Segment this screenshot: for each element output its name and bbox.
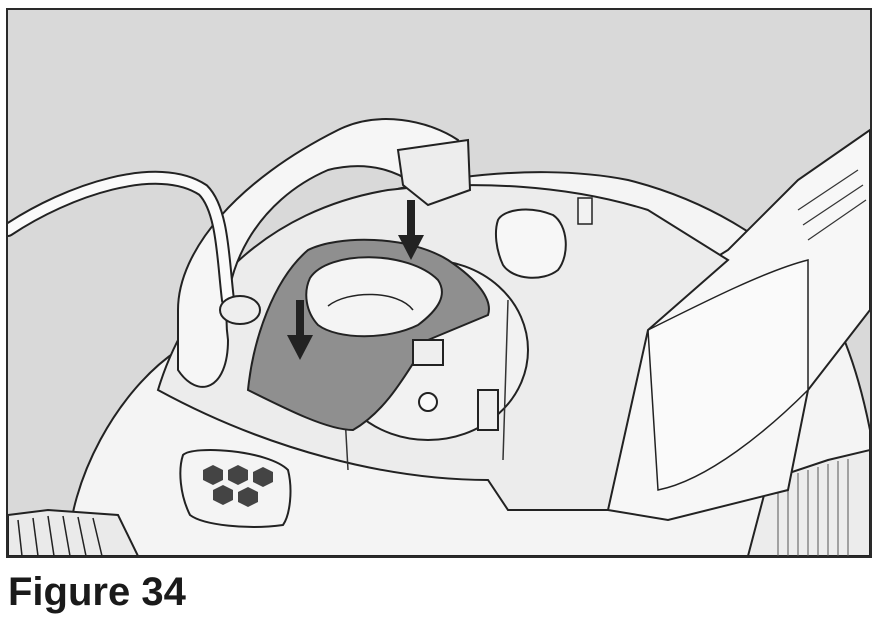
lid-ribs [797,169,867,241]
figure-illustration [6,8,872,558]
pivot-pin [577,197,593,225]
latch-screw [418,392,438,412]
down-arrow-icon [287,300,313,360]
motor-cover-opening [305,256,443,338]
figure-caption: Figure 34 [8,570,186,614]
right-filter-lines [777,459,849,556]
down-arrow-icon [398,200,424,260]
sensor-window [494,208,567,279]
grille-holes [203,465,273,507]
cable-grommet [219,295,261,325]
latch-clip [412,339,444,366]
left-track-treads [17,515,103,556]
side-clip [477,389,499,431]
power-cable-fill [8,172,233,305]
robot-cleaner-drawing [8,10,870,556]
handle-end [396,138,472,207]
motor-cover-inner-rim [327,293,414,311]
front-grille [179,449,292,528]
left-track [8,508,140,556]
lid-inner-panel [647,259,809,491]
